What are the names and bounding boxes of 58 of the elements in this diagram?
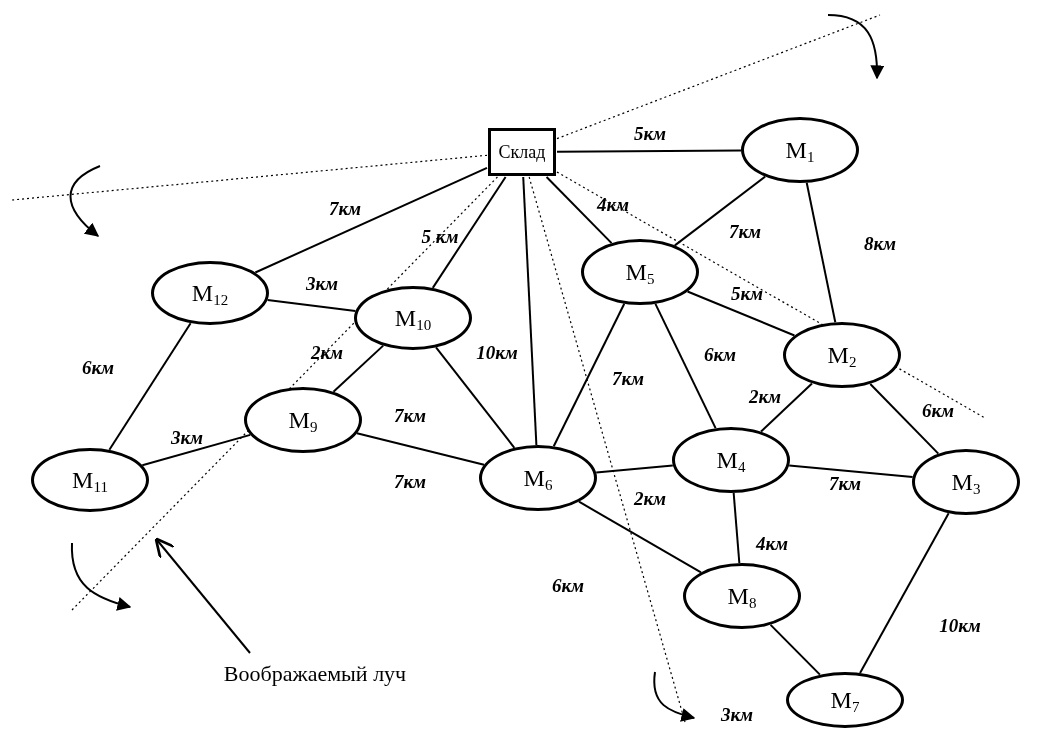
distance-label: 7км [393, 405, 427, 425]
store-ellipse: M$_{8}$ [683, 563, 801, 629]
distance-label: 2км [748, 386, 782, 406]
road-line [254, 166, 488, 274]
road-line [788, 464, 914, 478]
store-ellipse: M$_{12}$ [151, 261, 269, 325]
store-ellipse: M$_{1}$ [741, 117, 859, 183]
dotted-ray-line [11, 154, 488, 201]
caption-text: Воображаемый луч [200, 659, 430, 689]
road-line [732, 491, 741, 565]
distance-label: 7км [828, 473, 862, 493]
store-ellipse: M$_{7}$ [786, 672, 904, 728]
distance-label: 8км [863, 233, 897, 253]
distance-label: 5км [730, 283, 764, 303]
distance-label: 3км [720, 704, 754, 724]
distance-label: 5 км [421, 226, 459, 246]
distance-label: 7км [328, 198, 362, 218]
distance-label: 2км [633, 488, 667, 508]
distance-label: 6км [81, 357, 115, 377]
store-ellipse: M$_{11}$ [31, 448, 149, 512]
distance-label: 10км [476, 342, 518, 362]
dotted-ray-line [69, 176, 499, 613]
distance-label: 6км [703, 344, 737, 364]
distance-label: 7км [728, 221, 762, 241]
distance-label: 7км [393, 471, 427, 491]
store-ellipse: M$_{3}$ [912, 449, 1020, 515]
distance-label: 2км [310, 342, 344, 362]
distance-label: 3км [170, 427, 204, 447]
distance-label: 6км [551, 575, 585, 595]
road-line [595, 464, 674, 474]
road-line [266, 299, 357, 312]
road-line [332, 344, 385, 393]
store-ellipse: M$_{10}$ [354, 286, 472, 350]
distance-label: 7км [611, 368, 645, 388]
road-line [686, 290, 796, 337]
distance-label: 6км [921, 400, 955, 420]
store-ellipse: M$_{6}$ [479, 445, 597, 511]
warehouse-box: Склад [488, 128, 556, 176]
road-line [522, 176, 538, 446]
road-line [545, 176, 613, 245]
distance-label: 3км [305, 273, 339, 293]
dotted-ray-line [556, 14, 881, 140]
dotted-ray-line [528, 176, 686, 723]
road-line [673, 175, 767, 247]
road-line [869, 382, 940, 455]
leader-arrow [154, 537, 251, 654]
store-ellipse: M$_{2}$ [783, 322, 901, 388]
distance-label: 10км [939, 615, 981, 635]
road-line [805, 181, 837, 324]
distance-label: 4км [596, 194, 630, 214]
distance-label: 4км [755, 533, 789, 553]
store-ellipse: M$_{4}$ [672, 427, 790, 493]
store-ellipse: M$_{9}$ [244, 387, 362, 453]
road-line [578, 500, 702, 574]
road-line [556, 149, 742, 153]
road-line [760, 382, 813, 433]
store-ellipse: M$_{5}$ [581, 239, 699, 305]
distance-label: 5км [633, 123, 667, 143]
